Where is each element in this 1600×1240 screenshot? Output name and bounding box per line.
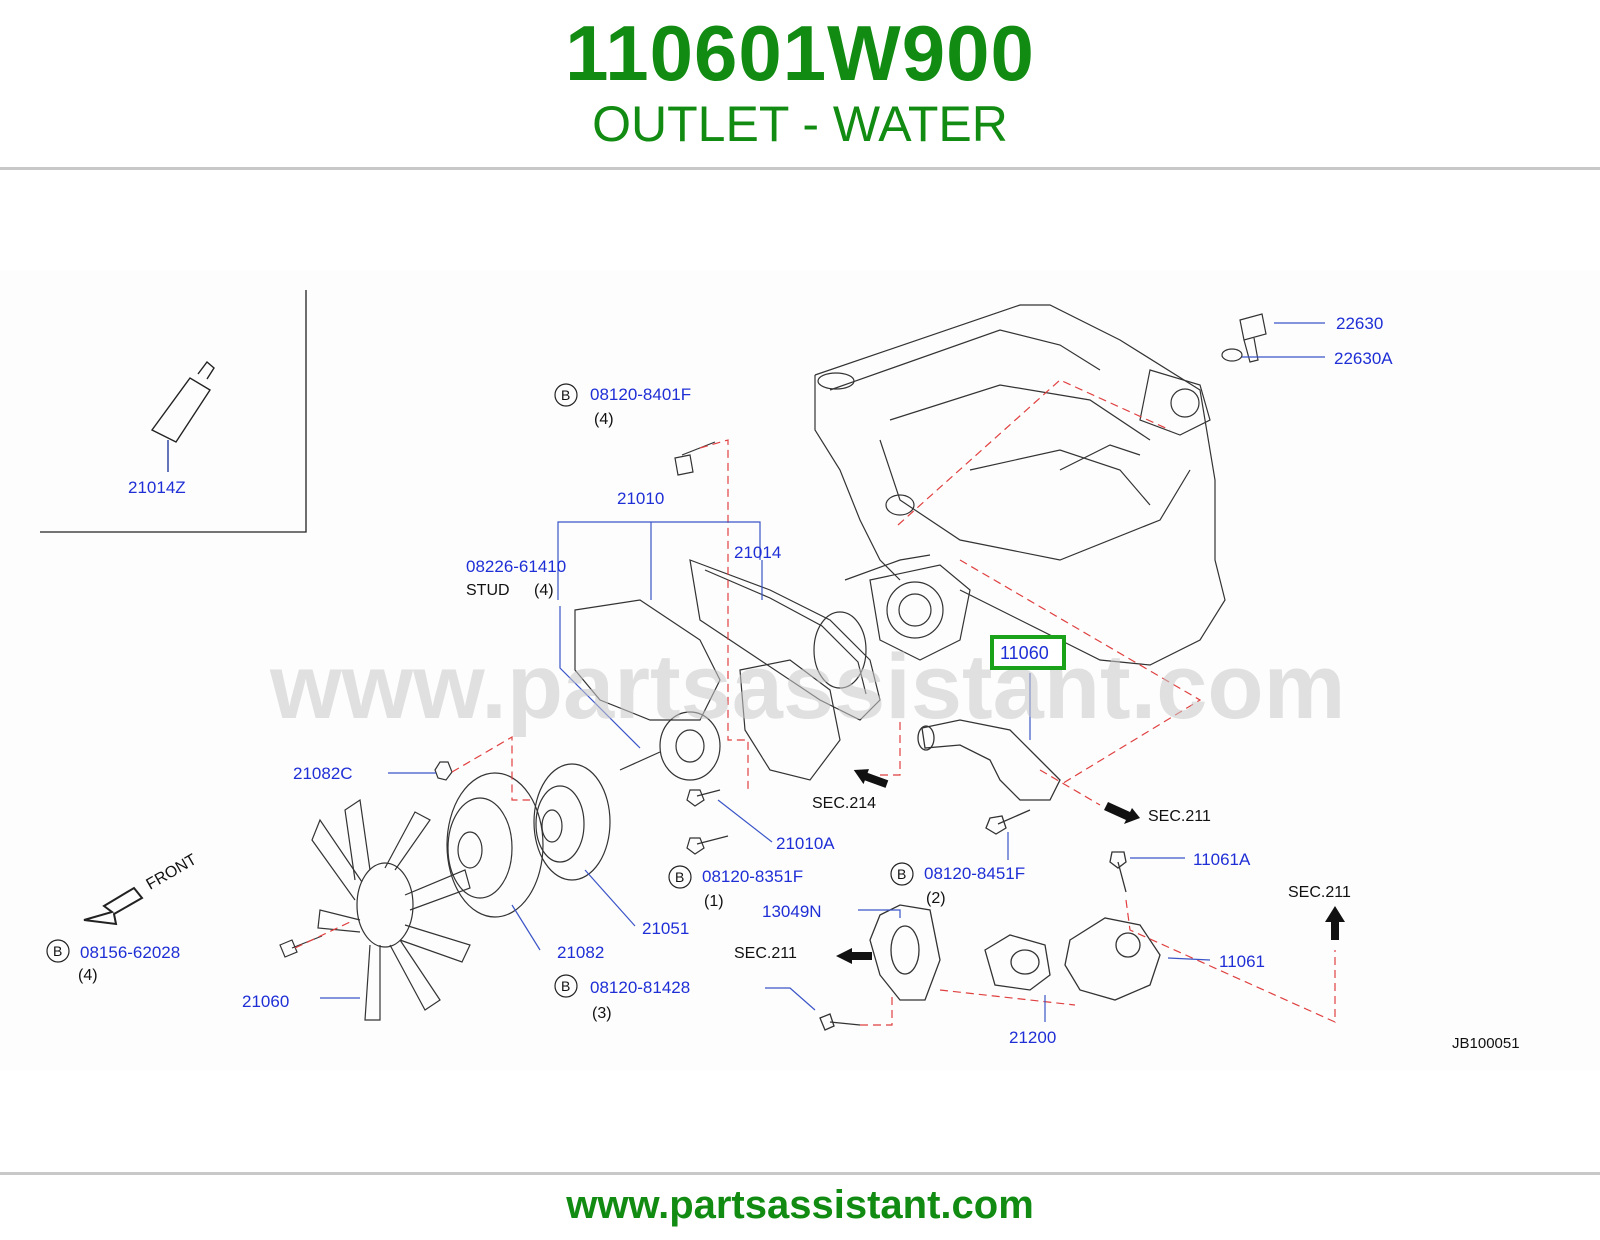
- sec-211-label[interactable]: SEC.211: [1288, 884, 1351, 901]
- bolt-marker-b: B: [897, 866, 906, 882]
- water-outlet-drawing: [917, 719, 1061, 835]
- front-label: FRONT: [144, 851, 200, 893]
- quantity-stud: (4): [534, 582, 554, 599]
- quantity-8451f: (2): [926, 890, 946, 907]
- bolt-markers: [46, 383, 914, 998]
- bolt-marker-b: B: [561, 387, 570, 403]
- bolt-marker-b: B: [53, 943, 62, 959]
- callout-08120-8351f[interactable]: 08120-8351F: [702, 867, 803, 886]
- callout-22630a[interactable]: 22630A: [1334, 349, 1393, 368]
- quantity-8351f: (1): [704, 893, 724, 910]
- callout-21060[interactable]: 21060: [242, 992, 289, 1011]
- arrow-up-icon: [1325, 906, 1345, 940]
- callout-08120-8451f[interactable]: 08120-8451F: [924, 864, 1025, 883]
- inset-frame: [40, 290, 307, 533]
- footer-divider: [0, 1172, 1600, 1175]
- callout-21082[interactable]: 21082: [557, 943, 604, 962]
- callout-21010a[interactable]: 21010A: [776, 834, 835, 853]
- section-arrows: [83, 769, 1345, 964]
- callout-21200[interactable]: 21200: [1009, 1028, 1056, 1047]
- sec-214-label[interactable]: SEC.214: [812, 795, 876, 812]
- quantity-8401f: (4): [594, 411, 614, 428]
- sec-211-label[interactable]: SEC.211: [1148, 808, 1211, 825]
- quantity-62028: (4): [78, 967, 98, 984]
- part-number-title: 110601W900: [565, 9, 1035, 97]
- callout-13049n[interactable]: 13049N: [762, 902, 822, 921]
- arrow-left-icon: [853, 769, 889, 788]
- callout-08226-61410[interactable]: 08226-61410: [466, 557, 566, 576]
- bolt-marker-b: B: [675, 869, 684, 885]
- sec-211-label[interactable]: SEC.211: [734, 945, 797, 962]
- watermark: www.partsassistant.com: [269, 636, 1345, 738]
- callout-21010[interactable]: 21010: [617, 489, 664, 508]
- leader-lines: [167, 322, 1325, 1022]
- callout-21014z[interactable]: 21014Z: [128, 478, 186, 497]
- callout-08120-8401f[interactable]: 08120-8401F: [590, 385, 691, 404]
- sealant-tube-icon: [150, 360, 215, 472]
- engine-block-drawing: [814, 304, 1267, 666]
- arrow-left-icon: [836, 948, 872, 964]
- water-pump-drawing: [434, 441, 881, 855]
- header-divider: [0, 167, 1600, 170]
- callout-08120-81428[interactable]: 08120-81428: [590, 978, 690, 997]
- callout-21014[interactable]: 21014: [734, 543, 781, 562]
- bolt-marker-b: B: [561, 978, 570, 994]
- arrow-down-right-icon: [1104, 802, 1140, 824]
- callout-21082c[interactable]: 21082C: [293, 764, 353, 783]
- dashed-reference-lines: [294, 379, 1336, 1026]
- part-name-subtitle: OUTLET - WATER: [592, 96, 1008, 152]
- callout-11060[interactable]: 11060: [1000, 643, 1049, 663]
- exploded-parts-diagram: www.partsassistant.com B B B B B 11060 2…: [0, 270, 1600, 1070]
- thermostat-housing-drawing: [819, 851, 1161, 1031]
- callout-11061a[interactable]: 11061A: [1193, 850, 1251, 869]
- front-arrow-icon: [83, 886, 144, 926]
- highlighted-part-box[interactable]: [990, 635, 1066, 670]
- diagram-code: JB100051: [1452, 1035, 1520, 1052]
- callout-21051[interactable]: 21051: [642, 919, 689, 938]
- callout-08156-62028[interactable]: 08156-62028: [80, 943, 180, 962]
- callout-11061[interactable]: 11061: [1219, 952, 1265, 971]
- pulley-and-fan-drawing: [279, 763, 611, 1021]
- quantity-81428: (3): [592, 1005, 612, 1022]
- footer-website-link[interactable]: www.partsassistant.com: [566, 1183, 1034, 1227]
- header: 110601W900 OUTLET - WATER: [0, 0, 1600, 168]
- diagram-svg: www.partsassistant.com B B B B B 11060 2…: [40, 290, 1520, 1052]
- stud-label: STUD: [466, 582, 510, 599]
- callout-22630[interactable]: 22630: [1336, 314, 1383, 333]
